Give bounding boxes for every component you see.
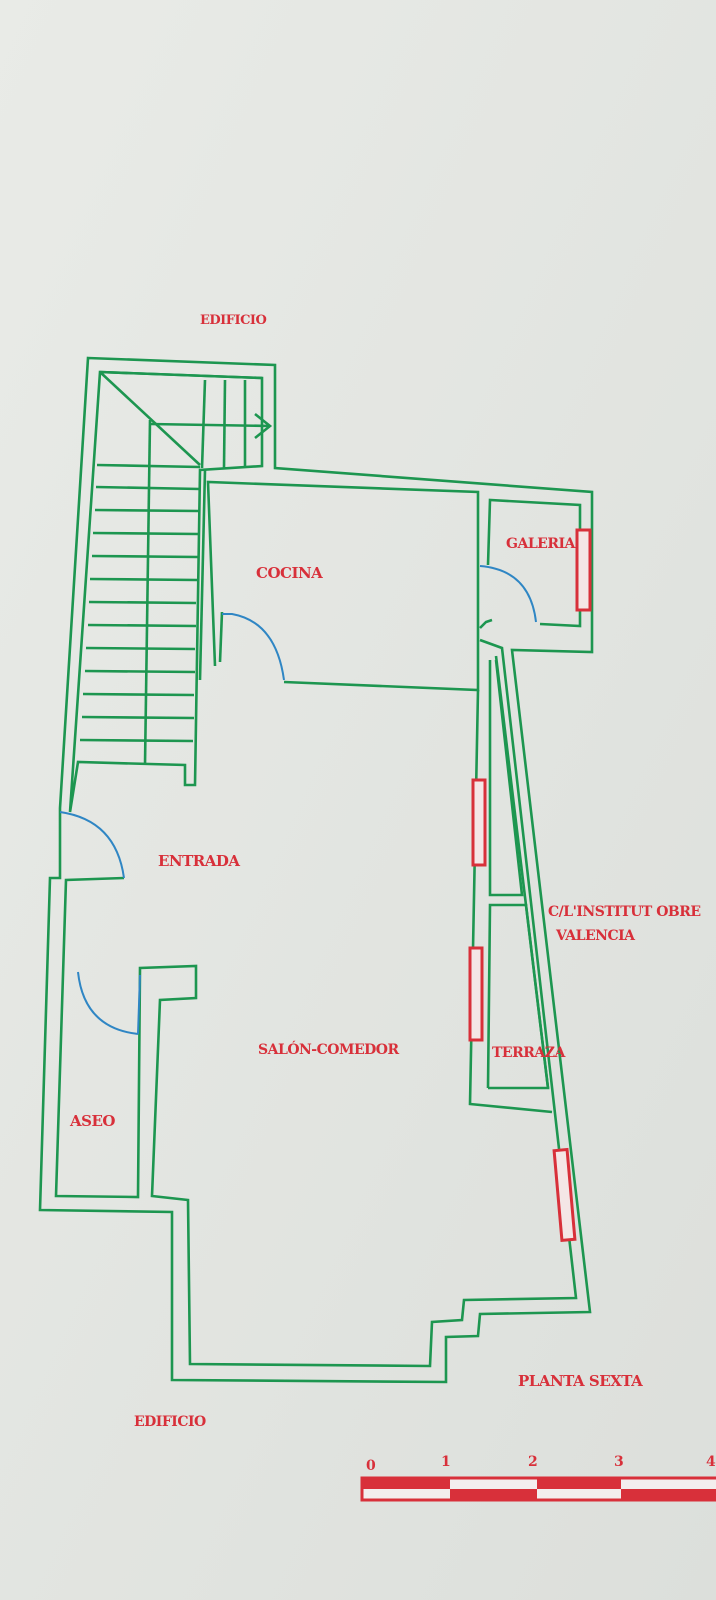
- label-terraza: TERRAZA: [492, 1045, 566, 1061]
- scale-tick-0: 0: [366, 1458, 376, 1474]
- scale-tick-3: 3: [614, 1454, 623, 1470]
- window-salon: [471, 778, 487, 867]
- label-galeria: GALERIA: [506, 536, 577, 552]
- terrace-wall: [488, 659, 524, 897]
- kitchen-wall: [206, 480, 480, 692]
- plan-title: PLANTA SEXTA: [518, 1372, 643, 1390]
- label-edificio-bottom: EDIFICIO: [134, 1414, 206, 1430]
- scale-tick-2: 2: [528, 1454, 537, 1470]
- inner-wall-salon: [54, 638, 578, 1368]
- kitchen-wall-inner: [218, 611, 224, 663]
- label-cocina: COCINA: [256, 564, 323, 582]
- scale-bar: 0 1 2 3 4: [360, 1454, 716, 1502]
- label-street: C/L'INSTITUT OBRE: [548, 904, 701, 920]
- label-entrada: ENTRADA: [158, 852, 240, 870]
- terrace-wall: [494, 655, 550, 1089]
- inner-wall: [68, 370, 264, 813]
- label-edificio-top: EDIFICIO: [200, 313, 267, 328]
- galeria-wall-lower: [479, 618, 493, 629]
- outer-wall: [38, 356, 594, 1384]
- door-entrance: [59, 811, 125, 879]
- door-kitchen: [222, 613, 285, 681]
- scale-tick-4: 4: [706, 1454, 716, 1470]
- label-city: VALENCIA: [555, 928, 636, 944]
- window-terrace: [552, 1147, 577, 1242]
- door-aseo: [77, 971, 139, 1035]
- galeria-wall: [486, 498, 582, 628]
- label-salon-comedor: SALÓN-COMEDOR: [258, 1040, 399, 1058]
- staircase: [79, 370, 273, 766]
- window-galeria: [575, 528, 592, 612]
- window-salon-lower: [468, 946, 484, 1042]
- kitchen-wall-outer: [198, 469, 207, 681]
- door-galeria: [479, 565, 537, 623]
- label-aseo: ASEO: [69, 1112, 115, 1130]
- scale-tick-1: 1: [441, 1454, 450, 1470]
